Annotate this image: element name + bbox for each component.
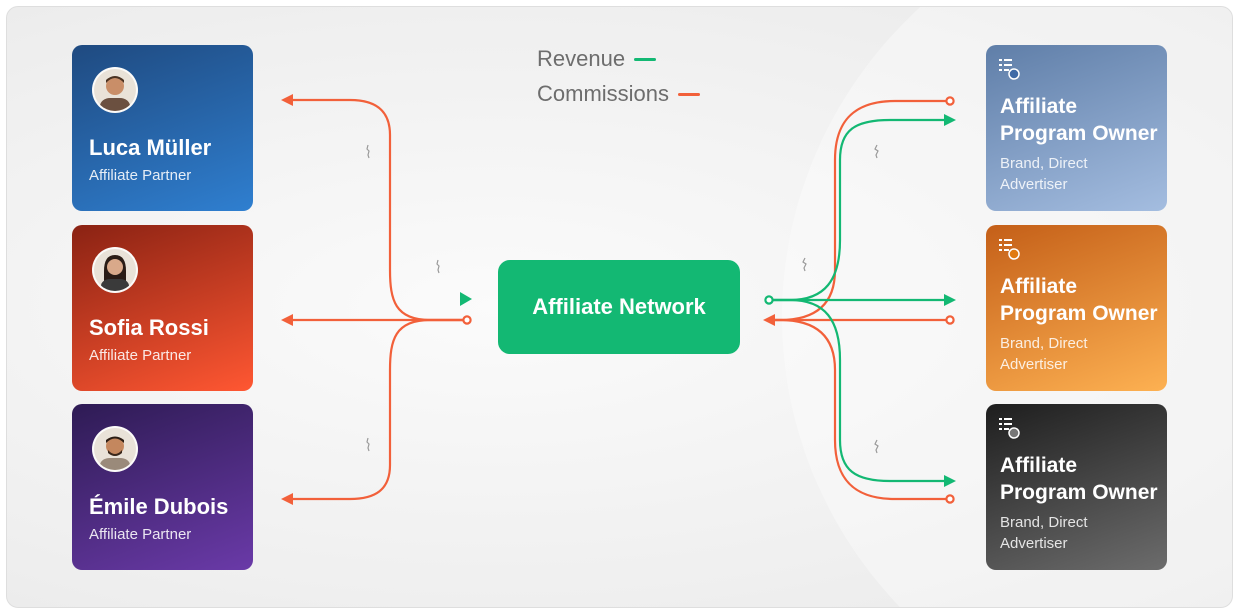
arrowhead-owner-2 xyxy=(944,294,956,306)
legend-revenue: Revenue xyxy=(537,46,657,72)
affiliate-network-node[interactable]: Affiliate Network xyxy=(498,260,740,354)
partner-card-luca-muller[interactable]: Luca Müller Affiliate Partner xyxy=(72,45,253,211)
person-avatar-icon xyxy=(92,426,138,472)
partner-name: Sofia Rossi xyxy=(89,315,209,340)
origin-dot-owner-3 xyxy=(945,494,955,504)
person-avatar-icon xyxy=(92,247,138,293)
revenue-flow-owner-1 xyxy=(769,118,944,302)
list-dollar-icon xyxy=(998,57,1022,81)
partner-role: Affiliate Partner xyxy=(89,167,192,184)
partner-card-emile-dubois[interactable]: Émile Dubois Affiliate Partner xyxy=(72,404,253,570)
transfer-mark-icon xyxy=(366,144,370,159)
arrowhead-owner-3 xyxy=(944,475,956,487)
arrowhead-partner-3 xyxy=(281,493,293,505)
origin-dot-owner-1 xyxy=(945,96,955,106)
origin-dot-left xyxy=(462,315,472,325)
legend-commissions-label: Commissions xyxy=(537,81,670,106)
legend-revenue-label: Revenue xyxy=(537,46,626,71)
origin-dot-owner-2 xyxy=(945,315,955,325)
commission-flow-partner-1 xyxy=(287,98,466,322)
partner-name: Émile Dubois xyxy=(89,494,229,519)
arrowhead-network-commission xyxy=(763,314,775,326)
arrowhead-network-revenue xyxy=(460,292,472,306)
list-dollar-icon xyxy=(998,237,1022,261)
commission-flow-owner-1 xyxy=(768,99,949,322)
partner-card-sofia-rossi[interactable]: Sofia Rossi Affiliate Partner xyxy=(72,225,253,391)
partner-role: Affiliate Partner xyxy=(89,526,192,543)
partner-role: Affiliate Partner xyxy=(89,347,192,364)
transfer-mark-icon xyxy=(802,257,807,272)
arrowhead-partner-1 xyxy=(281,94,293,106)
commission-flow-owner-3 xyxy=(768,318,949,501)
transfer-mark-icon xyxy=(874,439,879,454)
arrowhead-partner-2 xyxy=(281,314,293,326)
legend-commissions: Commissions xyxy=(537,81,701,107)
revenue-flow-owner-3 xyxy=(769,298,944,483)
transfer-mark-icon xyxy=(436,259,440,274)
transfer-mark-icon xyxy=(874,144,879,159)
commission-flow-partner-3 xyxy=(287,318,466,501)
legend-commissions-swatch xyxy=(678,92,701,96)
list-dollar-icon xyxy=(998,416,1022,440)
person-avatar-icon xyxy=(92,67,138,113)
partner-name: Luca Müller xyxy=(89,135,212,160)
transfer-mark-icon xyxy=(366,437,370,452)
affiliate-network-label: Affiliate Network xyxy=(532,294,706,319)
origin-dot-network xyxy=(764,295,774,305)
arrowhead-owner-1 xyxy=(944,114,956,126)
legend-revenue-swatch xyxy=(634,57,657,61)
